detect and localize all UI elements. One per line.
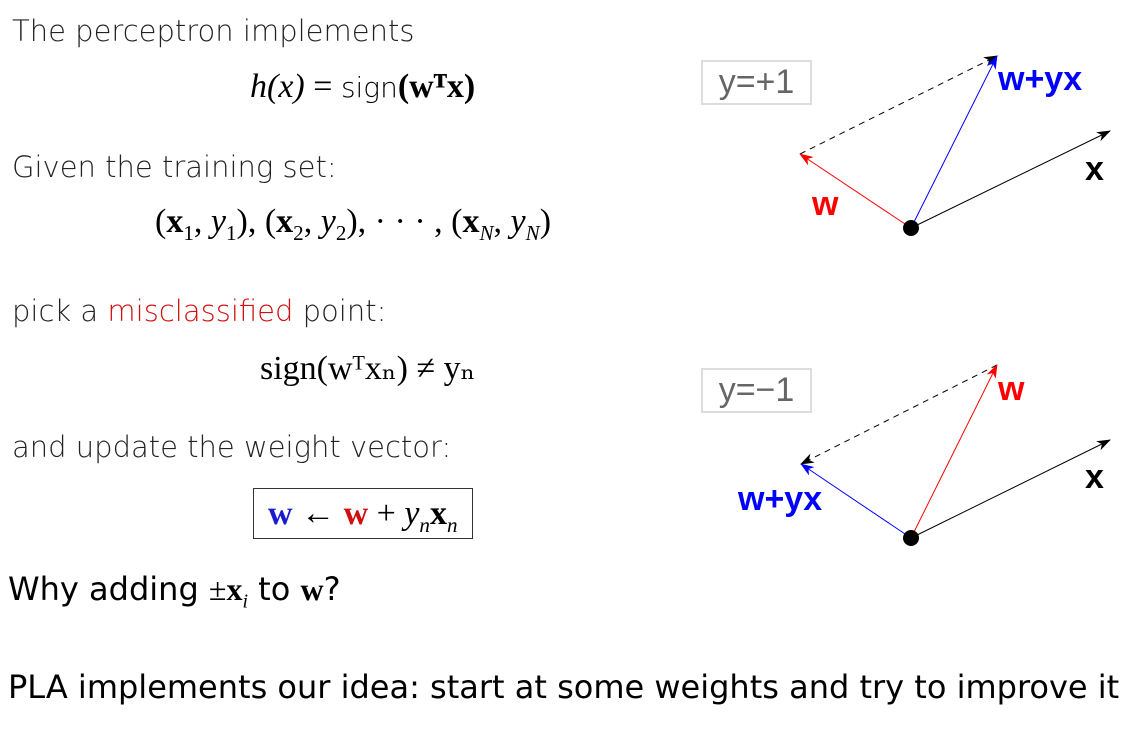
sum-vector (910, 55, 998, 229)
x-vector (910, 439, 1111, 539)
misclassified-condition: sign(wᵀxₙ) ≠ yₙ (260, 350, 476, 387)
x-vector (910, 130, 1111, 229)
sum-label-negative: w+yx (738, 480, 823, 518)
diagram-negative (800, 364, 1111, 546)
origin-dot (903, 220, 919, 236)
sum-vector (800, 463, 912, 539)
update-rule: w ← w + ynxn (253, 488, 473, 539)
w-vector (799, 153, 912, 229)
x-label-negative: x (1085, 458, 1104, 496)
sum-label-positive: w+yx (998, 60, 1083, 98)
conclusion-text: PLA implements our idea: start at some w… (8, 668, 1120, 706)
misclassified-word: misclassified (107, 294, 294, 328)
hypothesis-formula: h(x) = sign(wᵀx) (250, 68, 475, 106)
hypothesis-lhs: h(x) (250, 68, 305, 105)
x-label-positive: x (1085, 150, 1104, 188)
question-text: Why adding ±xi to w? (8, 570, 341, 613)
pick-prefix: pick a (12, 294, 99, 328)
hypothesis-arg: (wᵀx) (397, 68, 476, 105)
pick-misclassified-text: pick a misclassified point: (12, 294, 386, 328)
hypothesis-equals: = (313, 68, 333, 105)
dashed-translation (800, 364, 998, 465)
pick-suffix: point: (302, 294, 387, 328)
w-vector (910, 364, 998, 539)
training-set-label: Given the training set: (12, 150, 337, 184)
hypothesis-sign: sign (340, 71, 398, 104)
w-label-positive: w (812, 185, 839, 223)
case-label-negative: y=−1 (701, 368, 812, 413)
dashed-translation (799, 55, 998, 155)
diagram-positive (799, 55, 1111, 236)
case-label-positive: y=+1 (701, 60, 812, 105)
origin-dot (903, 530, 919, 546)
w-label-negative: w (998, 370, 1025, 408)
intro-text: The perceptron implements (12, 14, 415, 48)
training-set-formula: (x1, y1), (x2, y2), · · · , (xN, yN) (155, 203, 552, 245)
update-label: and update the weight vector: (12, 430, 452, 464)
